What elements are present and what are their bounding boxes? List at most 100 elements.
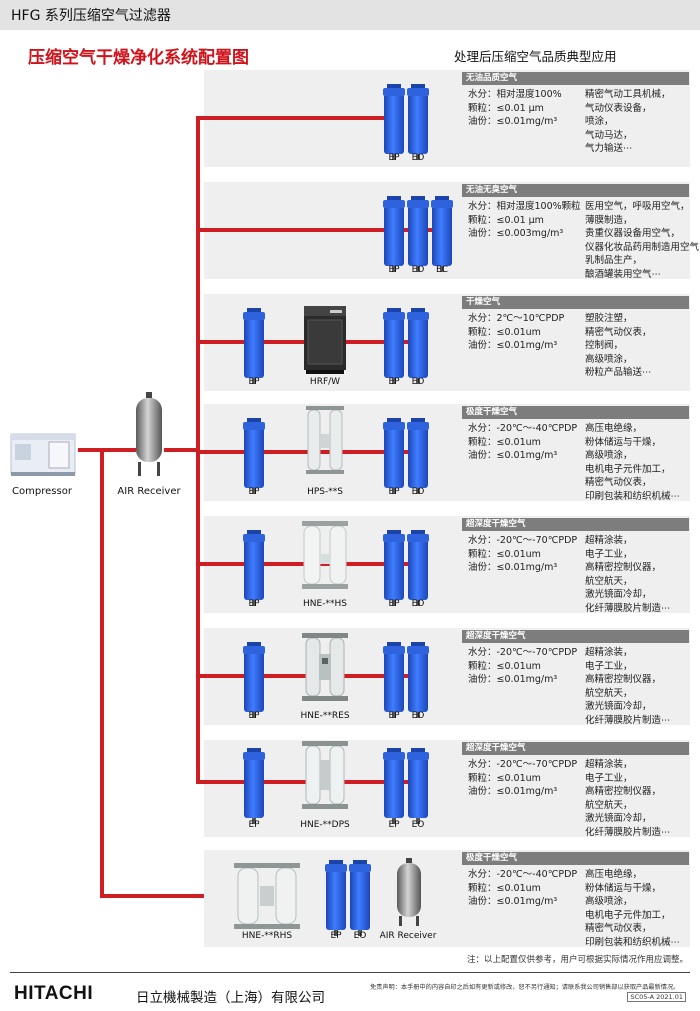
spec-line: 颗粒：≤0.01 μm bbox=[468, 102, 544, 114]
spec-line: 油份：≤0.01mg/m³ bbox=[468, 786, 558, 797]
component-label: EO bbox=[411, 599, 425, 609]
row-pipe bbox=[196, 674, 410, 678]
application-item: 高级喷涂， bbox=[585, 353, 633, 365]
application-item: 电子工业， bbox=[585, 772, 633, 784]
quality-info: 极度干燥空气 水分：-20℃～-40℃PDP 颗粒：≤0.01um 油份：≤0.… bbox=[462, 852, 689, 948]
quality-specs: 水分：相对湿度100% 颗粒：≤0.01 μm 油份：≤0.01mg/m³ bbox=[468, 88, 562, 129]
application-list: 超精涂装， 电子工业， 高精密控制仪器， 航空航天， 激光镜面冷却， 化纤薄膜胶… bbox=[585, 646, 671, 727]
quality-info: 干燥空气 水分：2℃～10℃PDP 颗粒：≤0.01um 油份：≤0.01mg/… bbox=[462, 296, 689, 391]
application-list: 精密气动工具机械， 气动仪表设备， 喷涂， 气动马达， 气力输送⋯ bbox=[585, 88, 671, 156]
pipe-receiver-to-main bbox=[164, 448, 198, 452]
component-label: HNE-**RHS bbox=[241, 931, 293, 941]
application-item: 酿酒罐装用空气⋯ bbox=[585, 268, 662, 280]
footer-divider bbox=[10, 972, 690, 973]
component-label: EO bbox=[411, 377, 425, 387]
quality-header: 超深度干燥空气 bbox=[462, 630, 689, 643]
air-receiver-small-image bbox=[394, 858, 424, 928]
component-label: HRF/W bbox=[309, 377, 341, 387]
spec-line: 颗粒：≤0.01um bbox=[468, 548, 541, 560]
component-label: EP bbox=[248, 377, 260, 387]
application-item: 气力输送⋯ bbox=[585, 143, 633, 154]
compressor-label: Compressor bbox=[12, 486, 72, 497]
pipe-bypass-horizontal bbox=[100, 894, 230, 898]
quality-specs: 水分：-20℃～-70℃PDP 颗粒：≤0.01um 油份：≤0.01mg/m³ bbox=[468, 534, 577, 575]
component-label: EP bbox=[248, 487, 260, 497]
application-item: 精密气动工具机械， bbox=[585, 89, 671, 100]
pipe-bypass-down bbox=[100, 448, 104, 898]
application-item: 控制阀， bbox=[585, 340, 624, 351]
quality-header: 无油品质空气 bbox=[462, 72, 689, 85]
spec-line: 颗粒：≤0.01um bbox=[468, 772, 541, 784]
application-item: 航空航天， bbox=[585, 687, 633, 699]
application-item: 印刷包装和纺织机械⋯ bbox=[585, 936, 681, 948]
application-item: 精密气动仪表， bbox=[585, 477, 652, 488]
component-label: EP bbox=[388, 711, 400, 721]
refrigerated-dryer-image bbox=[300, 304, 350, 376]
application-item: 化纤薄膜胶片制造⋯ bbox=[585, 602, 671, 614]
spec-line: 颗粒：≤0.01 μm bbox=[468, 214, 544, 226]
application-item: 气动马达， bbox=[585, 129, 633, 141]
row-pipe bbox=[196, 450, 410, 454]
application-item: 贵重仪器设备用空气， bbox=[585, 228, 681, 239]
quality-specs: 水分：-20℃～-40℃PDP 颗粒：≤0.01um 油份：≤0.01mg/m³ bbox=[468, 422, 577, 463]
application-item: 粉体储运与干燥， bbox=[585, 882, 662, 894]
application-item: 航空航天， bbox=[585, 575, 633, 587]
application-item: 电子工业， bbox=[585, 660, 633, 672]
application-item: 航空航天， bbox=[585, 799, 633, 811]
component-label: EP bbox=[388, 599, 400, 609]
application-item: 电子工业， bbox=[585, 548, 633, 560]
component-label: EP bbox=[388, 487, 400, 497]
spec-line: 油份：≤0.01mg/m³ bbox=[468, 896, 558, 907]
application-item: 喷涂， bbox=[585, 116, 614, 127]
purge-dryer-image bbox=[300, 738, 350, 810]
component-label: EP bbox=[388, 820, 400, 830]
disclaimer: 免责声明：本手册中的内容自印之后如有更新或修改，恕不另行通知；请联系我公司销售部… bbox=[370, 984, 680, 991]
spec-line: 油份：≤0.01mg/m³ bbox=[468, 340, 558, 351]
component-label: EP bbox=[248, 820, 260, 830]
spec-line: 水分：-20℃～-70℃PDP bbox=[468, 647, 578, 658]
row-pipe bbox=[196, 340, 410, 344]
application-item: 化纤薄膜胶片制造⋯ bbox=[585, 714, 671, 726]
row-pipe bbox=[196, 780, 410, 784]
component-label: EP bbox=[388, 377, 400, 387]
application-item: 精密气动仪表， bbox=[585, 326, 652, 338]
company-name: 日立機械製造（上海）有限公司 bbox=[136, 990, 325, 1006]
component-label: HNE-**DPS bbox=[300, 820, 350, 830]
application-item: 高级喷涂， bbox=[585, 450, 633, 461]
heated-dryer-image bbox=[300, 630, 350, 702]
component-label: EO bbox=[353, 931, 367, 941]
spec-line: 颗粒：≤0.01um bbox=[468, 326, 541, 338]
application-item: 激光镜面冷却， bbox=[585, 813, 652, 824]
series-title: HFG 系列压缩空气过滤器 bbox=[11, 8, 171, 24]
application-item: 高压电绝缘， bbox=[585, 869, 643, 880]
quality-specs: 水分：相对湿度100%颗粒 颗粒：≤0.01 μm 油份：≤0.003mg/m³ bbox=[468, 200, 581, 241]
application-item: 高压电绝缘， bbox=[585, 423, 643, 434]
component-label: EO bbox=[411, 153, 425, 163]
application-item: 气动仪表设备， bbox=[585, 102, 652, 114]
application-item: 医用空气，呼吸用空气， bbox=[585, 201, 690, 212]
quality-header: 极度干燥空气 bbox=[462, 406, 689, 419]
row-pipe bbox=[196, 116, 386, 120]
application-item: 激光镜面冷却， bbox=[585, 701, 652, 712]
application-item: 超精涂装， bbox=[585, 647, 633, 658]
spec-line: 水分：-20℃～-40℃PDP bbox=[468, 869, 578, 880]
application-list: 超精涂装， 电子工业， 高精密控制仪器， 航空航天， 激光镜面冷却， 化纤薄膜胶… bbox=[585, 534, 671, 615]
spec-line: 水分：相对湿度100% bbox=[468, 89, 562, 100]
application-item: 塑胶注塑， bbox=[585, 313, 633, 324]
spec-line: 水分：-20℃～-40℃PDP bbox=[468, 423, 578, 434]
quality-specs: 水分：2℃～10℃PDP 颗粒：≤0.01um 油份：≤0.01mg/m³ bbox=[468, 312, 564, 353]
air-receiver-image bbox=[132, 392, 166, 478]
quality-info: 超深度干燥空气 水分：-20℃～-70℃PDP 颗粒：≤0.01um 油份：≤0… bbox=[462, 630, 689, 727]
spec-line: 油份：≤0.01mg/m³ bbox=[468, 116, 558, 127]
application-item: 高级喷涂， bbox=[585, 896, 633, 907]
spec-line: 颗粒：≤0.01um bbox=[468, 882, 541, 894]
applications-title: 处理后压缩空气品质典型应用 bbox=[454, 49, 617, 64]
quality-info: 无油无臭空气 水分：相对湿度100%颗粒 颗粒：≤0.01 μm 油份：≤0.0… bbox=[462, 184, 700, 280]
spec-line: 水分：相对湿度100%颗粒 bbox=[468, 201, 581, 212]
regenerative-dryer-image bbox=[232, 860, 302, 932]
application-item: 精密气动仪表， bbox=[585, 923, 652, 934]
quality-header: 超深度干燥空气 bbox=[462, 742, 689, 755]
component-label: HPS-**S bbox=[307, 487, 343, 497]
air-receiver-label: AIR Receiver bbox=[117, 486, 181, 497]
component-label: EC bbox=[436, 265, 448, 275]
